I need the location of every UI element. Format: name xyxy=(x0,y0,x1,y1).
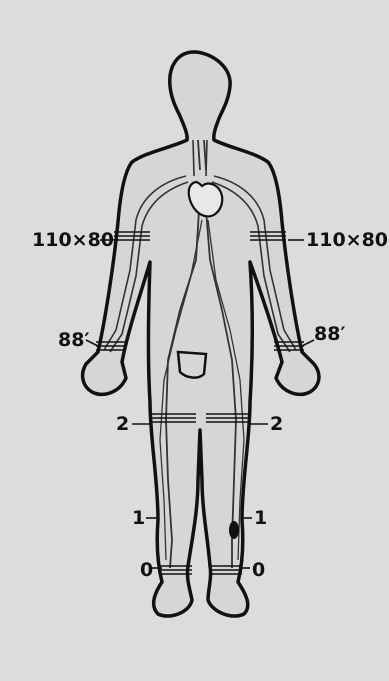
label-pulse-left: 88′ xyxy=(58,329,89,351)
label-bp-left: 110×80 xyxy=(32,229,114,251)
label-thigh-left: 2 xyxy=(116,413,129,435)
label-ankle-right: 0 xyxy=(252,559,265,581)
label-pulse-right: 88′ xyxy=(314,323,345,345)
label-calf-right: 1 xyxy=(254,507,267,529)
label-bp-right: 110×80 xyxy=(306,229,388,251)
label-thigh-right: 2 xyxy=(270,413,283,435)
label-calf-left: 1 xyxy=(132,507,145,529)
label-ankle-left: 0 xyxy=(140,559,153,581)
calf-lesion-mark xyxy=(229,521,239,539)
